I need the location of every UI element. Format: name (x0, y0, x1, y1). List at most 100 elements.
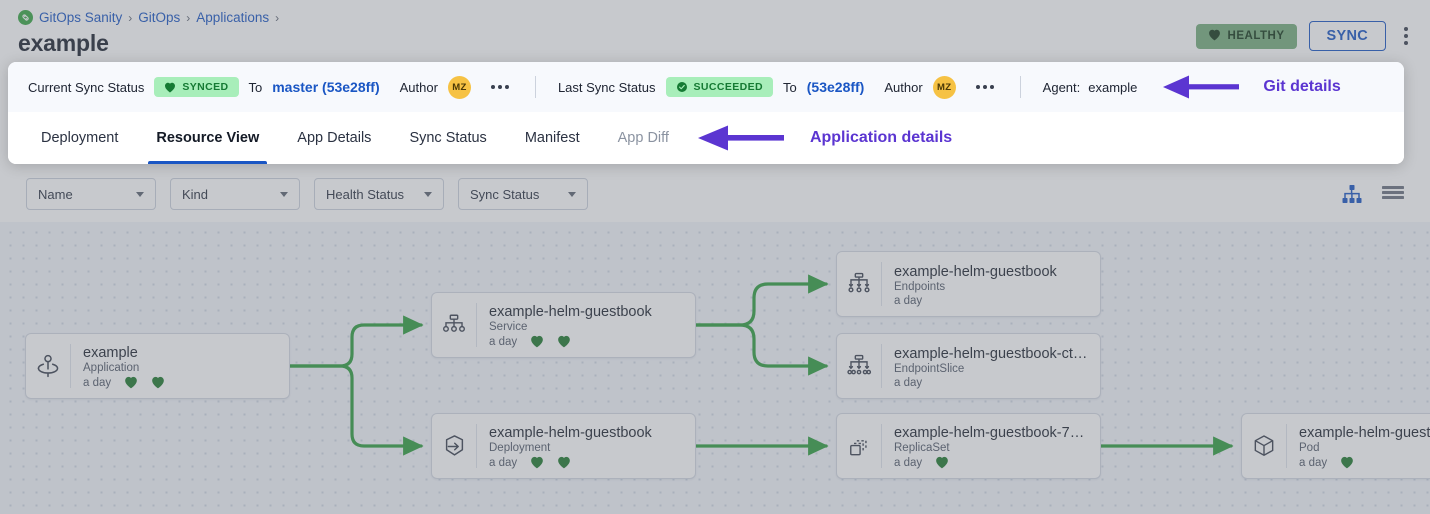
tree-view-icon[interactable] (1342, 185, 1362, 203)
check-circle-icon (676, 81, 688, 93)
node-age: a day (894, 456, 923, 469)
application-details-arrow-left-icon (696, 124, 786, 152)
status-badge-succeeded: SUCCEEDED (665, 77, 774, 97)
node-meta: a day (894, 456, 1090, 469)
current-sync-to-label: To (248, 79, 263, 95)
filter-toolbar: Name Kind Health Status Sync Status (0, 166, 1430, 222)
node-meta: a day (83, 376, 279, 389)
filter-sync-label: Sync Status (470, 186, 540, 202)
node-body: example-helm-guestbook Endpoints a day (882, 252, 1100, 316)
node-meta: a day (894, 295, 1090, 307)
current-sync-ellipsis-icon[interactable] (487, 81, 513, 93)
node-name: example-helm-guestbook (489, 425, 652, 441)
last-sync-ellipsis-icon[interactable] (972, 81, 998, 93)
current-sync-author-label: Author (399, 79, 438, 95)
breadcrumb-item-applications[interactable]: Applications (196, 10, 270, 25)
node-kind: ReplicaSet (894, 442, 950, 454)
tab-app-details[interactable]: App Details (278, 112, 390, 164)
node-divider (881, 262, 882, 306)
graph-node-service[interactable]: example-helm-guestbook Service a day (431, 292, 696, 358)
endpointslice-icon (837, 334, 881, 398)
node-body: example-helm-guestbook-ct… EndpointSlice… (882, 334, 1100, 398)
current-sync-revision-link[interactable]: master (53e28ff) (272, 79, 380, 95)
graph-node-endpointslice[interactable]: example-helm-guestbook-ct… EndpointSlice… (836, 333, 1101, 399)
sync-heart-icon (557, 335, 571, 348)
pod-icon (1242, 414, 1286, 478)
node-kind: Service (489, 321, 528, 333)
node-kind: Deployment (489, 442, 551, 454)
node-age: a day (894, 376, 923, 389)
avatar[interactable]: MZ (447, 75, 471, 99)
replicaset-icon (837, 414, 881, 478)
page-header: GitOps Sanity › GitOps › Applications › … (0, 0, 1430, 62)
breadcrumb: GitOps Sanity › GitOps › Applications › (18, 10, 279, 25)
agent-label: Agent: (1042, 79, 1081, 95)
node-body: example Application a day (71, 334, 289, 398)
node-name: example-helm-guestbook (894, 263, 1057, 280)
chevron-down-icon (280, 191, 288, 197)
node-divider (881, 424, 882, 468)
graph-node-deployment[interactable]: example-helm-guestbook Deployment a day (431, 413, 696, 479)
avatar[interactable]: MZ (932, 75, 956, 99)
health-heart-icon (1340, 456, 1354, 469)
breadcrumb-item-gitops[interactable]: GitOps (138, 10, 181, 25)
tab-deployment[interactable]: Deployment (22, 112, 137, 164)
status-badge-synced: SYNCED (154, 77, 239, 97)
tab-label: App Diff (617, 130, 669, 146)
node-kind: EndpointSlice (894, 362, 965, 375)
chevron-down-icon (568, 191, 576, 197)
filter-select-name[interactable]: Name (26, 178, 156, 210)
resource-graph-canvas[interactable]: example Application a day (0, 222, 1430, 514)
node-kind: Application (83, 362, 140, 374)
node-kind: Pod (1299, 442, 1320, 454)
breadcrumb-separator: › (186, 10, 191, 25)
node-divider (476, 303, 477, 347)
tab-bar: Deployment Resource View App Details Syn… (8, 112, 1404, 164)
filter-select-sync-status[interactable]: Sync Status (458, 178, 588, 210)
gitops-logo-icon (18, 10, 33, 25)
tab-label: Sync Status (409, 130, 487, 146)
filter-health-label: Health Status (326, 186, 405, 202)
health-heart-icon (935, 456, 949, 469)
node-name: example-helm-guestbook (489, 304, 652, 320)
heart-icon (164, 82, 176, 93)
heart-icon (1208, 29, 1221, 44)
node-name: example-helm-guestbook-74… (894, 425, 1090, 441)
graph-edges (288, 274, 1234, 456)
last-sync-author-label: Author (884, 79, 923, 95)
filter-select-health-status[interactable]: Health Status (314, 178, 444, 210)
node-meta: a day (489, 456, 685, 469)
node-body: example-helm-guestbook Pod a day (1287, 414, 1430, 478)
node-meta: a day (1299, 456, 1430, 469)
graph-node-replicaset[interactable]: example-helm-guestbook-74… ReplicaSet a … (836, 413, 1101, 479)
tab-label: App Details (297, 130, 372, 146)
agent-value: example (1088, 79, 1138, 95)
synced-badge-label: SYNCED (182, 81, 229, 93)
tab-resource-view[interactable]: Resource View (137, 112, 278, 164)
graph-node-endpoints[interactable]: example-helm-guestbook Endpoints a day (836, 251, 1101, 317)
current-sync-status-label: Current Sync Status (28, 79, 145, 95)
tab-sync-status[interactable]: Sync Status (390, 112, 505, 164)
status-badge-healthy: HEALTHY (1195, 23, 1297, 49)
sync-button[interactable]: SYNC (1308, 21, 1386, 51)
breadcrumb-separator: › (275, 10, 280, 25)
node-age: a day (489, 456, 518, 469)
last-sync-status-group: Last Sync Status SUCCEEDED To (53e28ff) … (558, 75, 998, 99)
application-summary-card: Current Sync Status SYNCED To master (53… (8, 62, 1404, 164)
breadcrumb-separator: › (128, 10, 133, 25)
node-divider (70, 344, 71, 388)
page-title: example (18, 30, 109, 56)
health-badge-label: HEALTHY (1227, 30, 1285, 42)
tab-label: Manifest (524, 130, 580, 146)
tab-app-diff[interactable]: App Diff (599, 112, 688, 164)
filter-select-kind[interactable]: Kind (170, 178, 300, 210)
tab-manifest[interactable]: Manifest (506, 112, 599, 164)
graph-node-pod[interactable]: example-helm-guestbook Pod a day (1241, 413, 1430, 479)
kebab-menu-icon[interactable] (1398, 24, 1414, 48)
graph-node-application[interactable]: example Application a day (25, 333, 290, 399)
last-sync-revision-link[interactable]: (53e28ff) (806, 79, 865, 95)
health-heart-icon (530, 335, 544, 348)
breadcrumb-item-gitops-sanity[interactable]: GitOps Sanity (39, 10, 123, 25)
list-view-icon[interactable] (1382, 185, 1404, 203)
